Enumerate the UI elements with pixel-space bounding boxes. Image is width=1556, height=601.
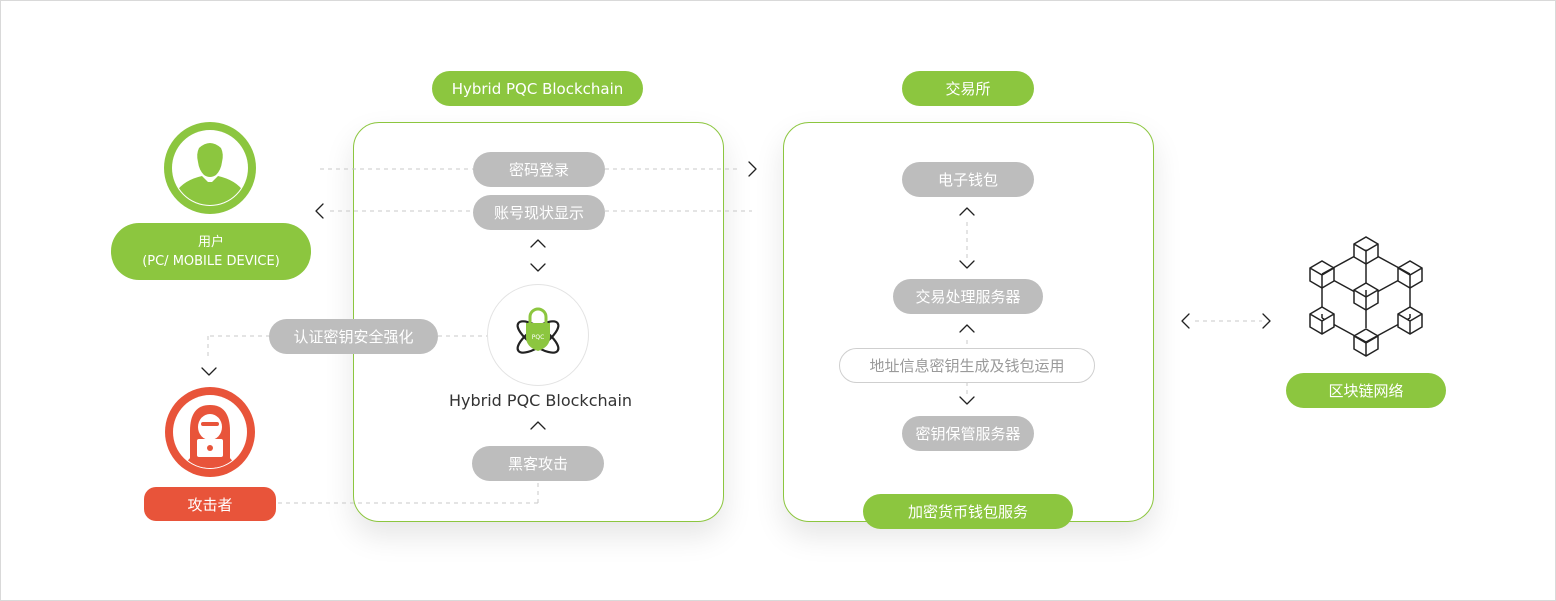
key-storage-server-pill: 密钥保管服务器	[902, 416, 1034, 451]
user-avatar	[164, 122, 256, 214]
arrow-down-icon	[959, 260, 975, 269]
user-label: 用户 (PC/ MOBILE DEVICE)	[111, 223, 311, 280]
arrow-right-icon	[748, 161, 757, 177]
arrow-right-icon	[1262, 313, 1271, 329]
user-subtitle: (PC/ MOBILE DEVICE)	[142, 253, 280, 269]
address-key-generation-pill: 地址信息密钥生成及钱包运用	[839, 348, 1095, 383]
hacker-attack-pill: 黑客攻击	[472, 446, 604, 481]
blockchain-network-label: 区块链网络	[1286, 373, 1446, 408]
exchange-header-pill: 交易所	[902, 71, 1034, 106]
pqc-header-pill: Hybrid PQC Blockchain	[432, 71, 643, 106]
arrow-left-icon	[315, 203, 324, 219]
arrow-up-icon	[530, 421, 546, 430]
svg-text:PQC: PQC	[532, 334, 545, 341]
arrow-down-icon	[201, 367, 217, 376]
arrow-up-icon	[530, 239, 546, 248]
arrow-up-icon	[959, 207, 975, 216]
blockchain-cubes-icon	[1309, 236, 1423, 357]
arrow-up-icon	[959, 324, 975, 333]
account-status-pill: 账号现状显示	[473, 195, 605, 230]
attacker-avatar	[165, 387, 255, 477]
crypto-wallet-service-pill: 加密货币钱包服务	[863, 494, 1073, 529]
pqc-logo: PQC	[487, 284, 589, 386]
attacker-label: 攻击者	[144, 487, 276, 521]
user-silhouette-icon	[172, 130, 248, 206]
arrow-left-icon	[1181, 313, 1190, 329]
arrow-down-icon	[530, 263, 546, 272]
auth-key-hardening-pill: 认证密钥安全强化	[269, 319, 438, 354]
pqc-logo-caption: Hybrid PQC Blockchain	[449, 391, 633, 410]
arrow-down-icon	[959, 396, 975, 405]
e-wallet-pill: 电子钱包	[902, 162, 1034, 197]
transaction-server-pill: 交易处理服务器	[893, 279, 1043, 314]
hooded-hacker-icon	[173, 395, 247, 469]
atom-lock-icon: PQC	[516, 307, 560, 354]
password-login-pill: 密码登录	[473, 152, 605, 187]
user-title: 用户	[197, 234, 224, 250]
